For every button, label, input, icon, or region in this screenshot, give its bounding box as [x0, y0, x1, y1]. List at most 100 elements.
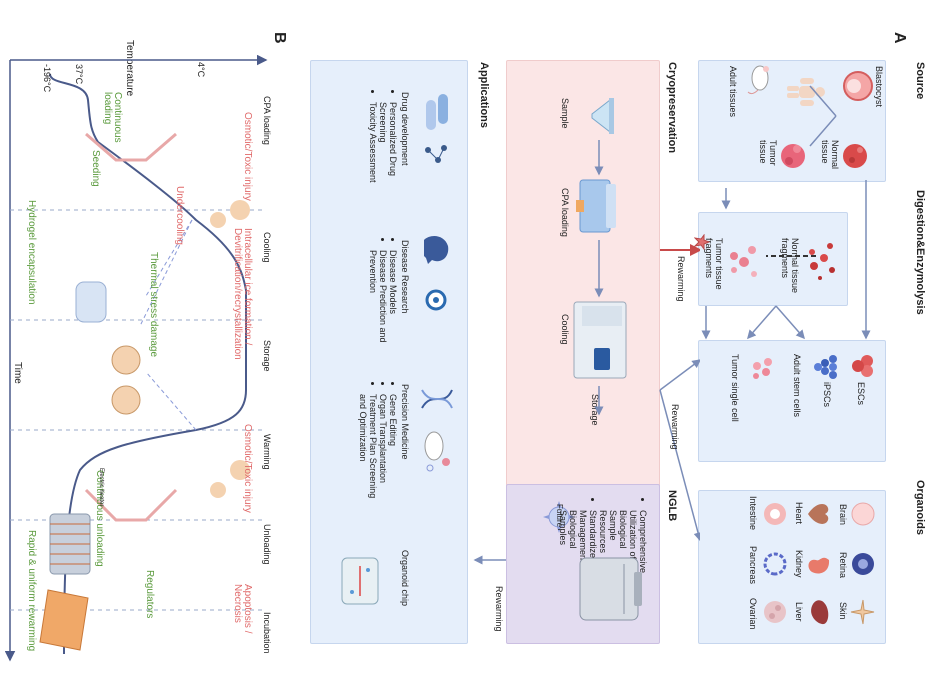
normal-tissue-label: Normal tissue: [820, 140, 840, 170]
heart-organoid-icon: [808, 504, 829, 524]
star-icon: [694, 234, 710, 250]
electric-heater-label: Electric heater: [98, 468, 104, 507]
temperature-time-chart: [4, 54, 268, 662]
source-title: Source: [914, 62, 926, 100]
precision-medicine-bullets: Gene Editing Organ Transplantation Treat…: [358, 384, 398, 504]
precision-medicine-title: Precision Medicine: [400, 384, 410, 460]
organoids-title: Organoids: [914, 480, 926, 536]
injury-thermal-stress: Thermal stress damage: [148, 252, 159, 358]
tumor-tissue-label: Tumor tissue: [758, 140, 778, 166]
intestine-label: Intestine: [748, 496, 758, 531]
drug-bullet-1: Personalized Drug Screening: [378, 102, 398, 192]
future-sun-icon: [543, 501, 575, 533]
temp-37c: 37°C: [74, 64, 84, 85]
panel-a-letter: A: [891, 32, 908, 44]
source-branch-arrows: [809, 85, 837, 147]
rewarming-label-1: Rewarming: [676, 256, 686, 302]
human-body-icon: [787, 78, 825, 106]
digestion-divider: [766, 255, 816, 257]
disease-bullet-2: Disease Prediction and Prevention: [368, 250, 388, 370]
virus-icon: [425, 289, 447, 311]
cpa-loading-plate-icon: [576, 179, 616, 233]
escs-icon: [852, 355, 873, 377]
pancreas-organoid-icon: [763, 552, 787, 576]
molecule-icon: [425, 145, 447, 163]
dna-icon: [421, 389, 453, 409]
intestine-organoid-icon: [764, 503, 786, 525]
nglb-title: NGLB: [666, 490, 678, 522]
organoid-chip-title: Organoid chip: [400, 550, 410, 607]
strategy-rapid-uniform-rewarming: Rapid & uniform rewarming: [26, 530, 37, 652]
injury-undercooling: Undercooling: [174, 186, 185, 245]
brain-label: Brain: [838, 504, 848, 526]
injury-apoptosis: Apoptosis / Necrosis: [232, 584, 253, 634]
drug-bullet-2: Toxicity Assessment: [368, 102, 378, 192]
liver-label: Liver: [794, 602, 804, 622]
strategy-hydrogel-encapsulation: Hydrogel encapsulation: [26, 200, 37, 305]
kidney-label: Kidney: [794, 550, 804, 578]
skin-label: Skin: [838, 602, 848, 620]
rewarming-label-2: Rewarming: [670, 404, 680, 450]
ovarian-organoid-icon: [764, 601, 786, 623]
temp-minus196c: -196°C: [42, 64, 52, 93]
freezer-icon: [573, 301, 627, 379]
injury-osmotic-unloading: Osmotic/Toxic injury: [242, 424, 253, 513]
cryopreservation-title: Cryopreservation: [666, 62, 678, 154]
stage-incubation: Incubation: [262, 612, 272, 654]
heart-label: Heart: [794, 502, 804, 525]
stage-cpa-loading: CPA loading: [262, 96, 272, 145]
organoid-chip-icon: [341, 557, 379, 605]
retina-label: Retina: [838, 552, 848, 579]
precision-bullet-2: Organ Transplantation: [378, 394, 388, 504]
liver-organoid-icon: [811, 600, 829, 625]
ipscs-icon: [814, 355, 837, 379]
adult-stem-cells-label: Adult stem cells: [792, 354, 802, 418]
rewarming-arrows: [473, 244, 700, 565]
panel-b-letter: B: [271, 32, 288, 44]
stage-warming: Warming: [262, 434, 272, 470]
precision-bullet-1: Gene Editing: [388, 394, 398, 504]
disease-research-title: Disease Research: [400, 240, 410, 314]
tumor-single-cell-label: Tumor single cell: [730, 354, 740, 422]
normal-tissue-icon: [843, 144, 867, 168]
rewarming-label-3: Rewarming: [494, 586, 504, 632]
tumor-tissue-icon: [781, 144, 805, 168]
capsule-icon: [426, 94, 448, 130]
retina-organoid-icon: [852, 553, 874, 575]
escs-label: ESCs: [856, 382, 866, 406]
nitrogen-tank-icon: [579, 557, 642, 621]
normal-fragments-icon: [809, 243, 835, 280]
injury-ice-formation: Intracellular ice formation / Devitrific…: [232, 228, 253, 360]
applications-title: Applications: [478, 62, 490, 129]
disease-research-bullets: Disease Models Disease Prediction and Pr…: [368, 240, 398, 370]
precision-bullet-3: Treatment Plan Screening and Optimizatio…: [358, 394, 378, 504]
cpa-loading-label: CPA loading: [560, 188, 570, 237]
blastocyst-label: Blastocyst: [874, 66, 884, 108]
stage-cooling: Cooling: [262, 232, 272, 263]
strategy-regulators: Regulators: [144, 570, 155, 619]
skin-organoid-icon: [850, 599, 875, 625]
drug-development-bullets: Personalized Drug Screening Toxicity Ass…: [368, 92, 398, 192]
strategy-seeding: Seeding: [90, 150, 101, 187]
drug-development-title: Drug development: [400, 92, 410, 166]
sample-label: Sample: [560, 98, 570, 129]
pancreas-label: Pancreas: [748, 546, 758, 585]
tumor-single-cell-icon: [753, 358, 772, 379]
injury-osmotic-loading: Osmotic/Toxic injury: [242, 112, 253, 201]
kidney-organoid-icon: [808, 557, 830, 574]
brain-organoid-icon: [851, 502, 875, 526]
temp-4c: 4°C: [196, 62, 206, 78]
stage-storage: Storage: [262, 340, 272, 372]
adult-tissues-label: Adult tissues: [728, 66, 738, 118]
disease-bullet-1: Disease Models: [388, 250, 398, 370]
source-flow-arrows: [701, 180, 871, 340]
tumor-fragments-icon: [730, 246, 757, 277]
cryo-flow-arrows: [594, 140, 604, 416]
head-profile-icon: [424, 236, 449, 264]
sample-tube-icon: [591, 98, 614, 134]
mouse-transplant-icon: [424, 431, 450, 472]
ipscs-label: iPSCs: [822, 382, 832, 408]
digestion-title: Digestion&Enzymolysis: [914, 190, 926, 315]
